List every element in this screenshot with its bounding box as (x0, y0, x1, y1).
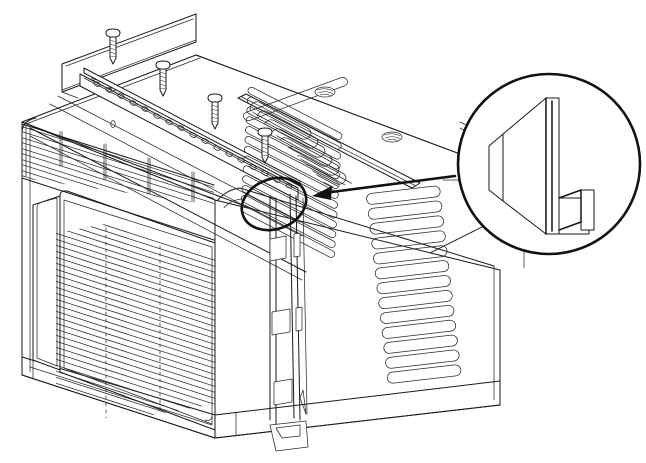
top-screw-heads (314, 86, 403, 143)
rear-flange-top-inner (65, 18, 194, 67)
screw-1 (105, 28, 121, 65)
rail-tip (299, 389, 307, 415)
callout-arrow-shaft (322, 174, 457, 195)
bottom-foot (269, 420, 309, 452)
deck-seam-upper (57, 95, 301, 223)
upper-band-top-edge (21, 123, 215, 186)
foot-inner (275, 424, 301, 439)
deck-front-fold-inner (29, 135, 303, 281)
callout-marker-ellipse (240, 176, 308, 232)
secondary-rail (237, 93, 421, 189)
callout-arrow-head (312, 186, 332, 200)
front-grille-frame-inner (63, 199, 213, 425)
rail-clip-2b (295, 306, 303, 332)
front-face-bottom-edge (21, 374, 216, 439)
right-face-skirt-bottom (214, 404, 501, 439)
screw-head-1 (314, 86, 336, 98)
deck-seam-lower (49, 103, 303, 237)
right-face-skirt-top (214, 380, 501, 416)
foot-body (269, 420, 309, 452)
rail-clip-1b (293, 232, 301, 258)
side-vent-slots (366, 185, 462, 384)
corner-rail-3 (289, 193, 295, 419)
detail-circle-outline (456, 72, 642, 256)
screw-3 (207, 93, 223, 130)
mounting-screws (105, 28, 273, 164)
rear-flange-fold (61, 91, 79, 99)
left-access-panel (32, 195, 61, 371)
top-vent-slot-field (243, 76, 348, 122)
detail-circle (456, 72, 642, 256)
right-face-corner-inner (223, 198, 243, 209)
front-face-bottom-inner (29, 366, 213, 426)
detail-return-lip (580, 189, 595, 231)
rail-clip-2 (271, 308, 291, 336)
screw-head-2 (381, 131, 403, 143)
detail-bracket-art (488, 97, 595, 235)
secondary-rail-inner (241, 96, 417, 187)
rail-clip-1 (269, 235, 287, 262)
front-grille-frame (59, 190, 216, 431)
access-panel-inner (36, 197, 58, 367)
corner-rails (269, 193, 308, 425)
screw-4 (257, 127, 273, 164)
detail-channel-bottom-face (558, 221, 582, 231)
detail-channel-top-face (558, 189, 582, 199)
corner-rail-5 (302, 197, 308, 415)
screw-2 (155, 60, 171, 97)
right-face-top-edge (217, 187, 495, 267)
front-face-corner-round (21, 117, 37, 132)
front-grille-corner-round (204, 415, 213, 421)
rail-clip-3 (273, 378, 293, 406)
detail-wedge-tip (488, 133, 504, 202)
rail-clips (269, 232, 303, 406)
deck-front-fold (29, 127, 307, 273)
